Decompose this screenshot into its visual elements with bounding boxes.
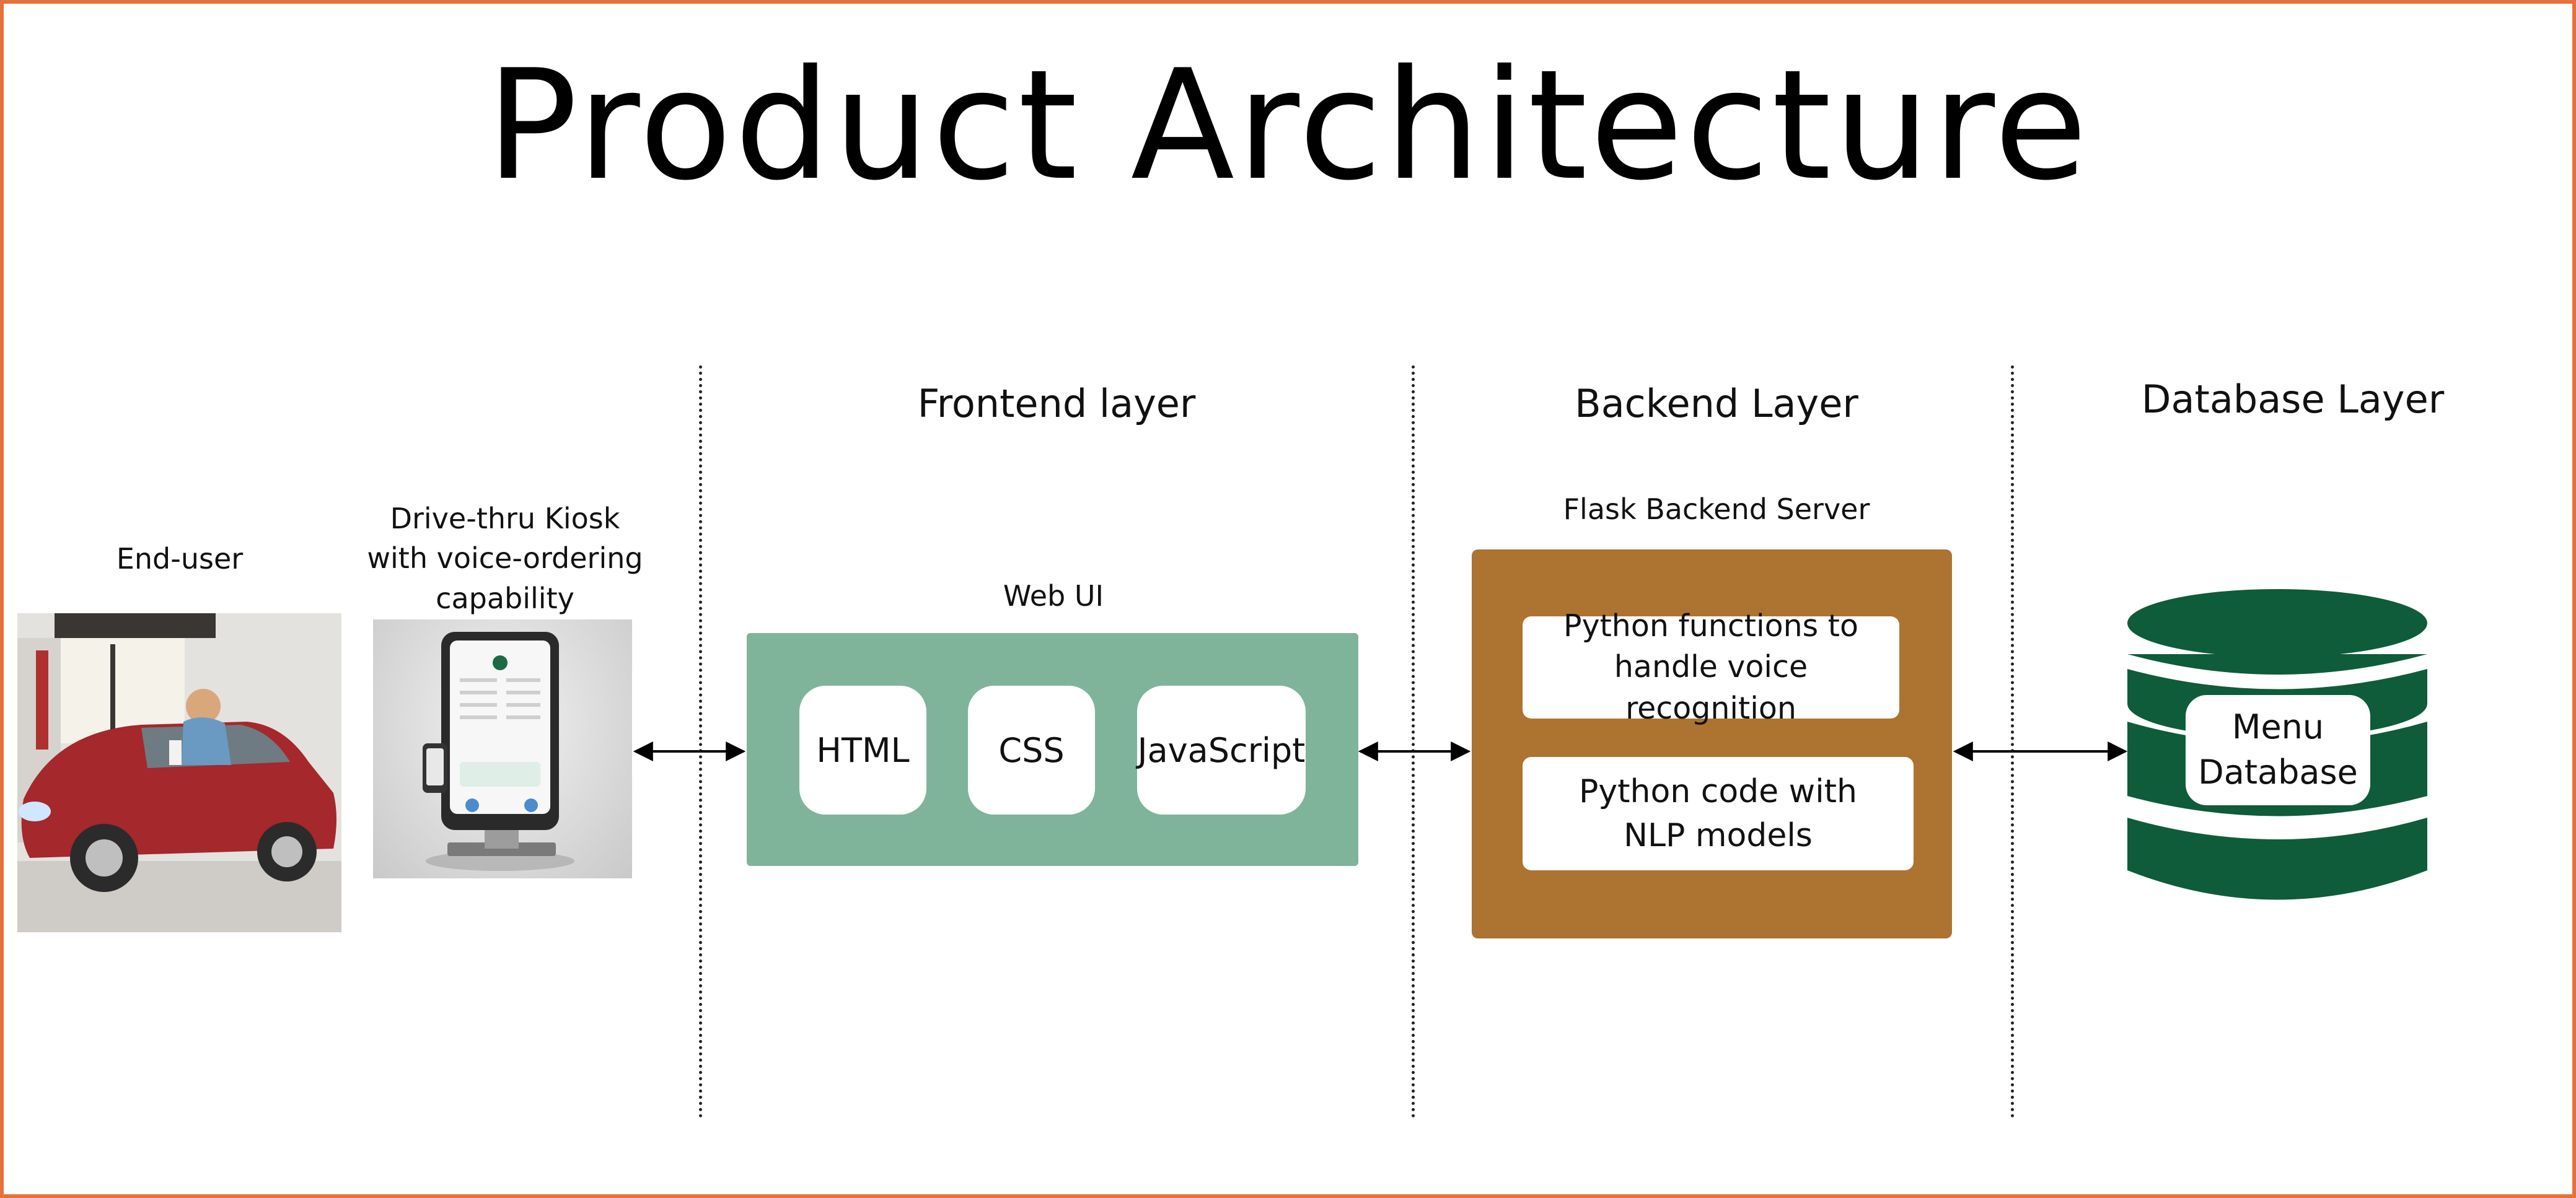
page-title: Product Architecture [486, 37, 2090, 214]
kiosk-label-line-1: Drive-thru Kiosk [390, 502, 620, 535]
javascript-chip: JavaScript [1137, 686, 1306, 815]
car-illustration [17, 613, 341, 932]
web-ui-box: HTML CSS JavaScript [747, 633, 1358, 866]
kiosk-image [373, 619, 632, 878]
divider-database [2011, 365, 2014, 1118]
divider-backend [1412, 365, 1415, 1118]
database-layer-title: Database Layer [2141, 377, 2445, 422]
end-user-label: End-user [116, 542, 244, 575]
end-user-image [17, 613, 341, 932]
menu-database-label: Menu Database [2186, 695, 2370, 805]
web-ui-label: Web UI [1003, 579, 1104, 613]
flask-label: Flask Backend Server [1563, 492, 1870, 526]
voice-recognition-card: Python functions to handle voice recogni… [1523, 608, 1899, 726]
css-chip: CSS [968, 686, 1095, 815]
flask-backend-box: Python functions to handle voice recogni… [1472, 549, 1952, 938]
kiosk-label-line-2: with voice-ordering [367, 541, 643, 575]
html-chip: HTML [799, 686, 926, 815]
nlp-models-card: Python code with NLP models [1523, 757, 1914, 870]
kiosk-label: Drive-thru Kiosk with voice-ordering cap… [356, 499, 654, 618]
frontend-layer-title: Frontend layer [917, 381, 1196, 426]
kiosk-illustration [423, 632, 574, 871]
kiosk-label-line-3: capability [436, 581, 574, 615]
backend-layer-title: Backend Layer [1575, 381, 1858, 426]
divider-frontend [699, 365, 702, 1118]
